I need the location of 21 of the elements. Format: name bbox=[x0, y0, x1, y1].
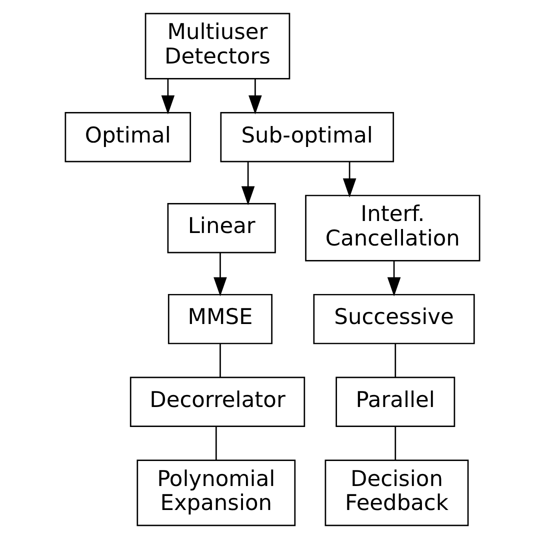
arrow bbox=[248, 78, 262, 114]
node-box: Decorrelator bbox=[129, 376, 305, 427]
connector bbox=[214, 426, 216, 460]
connector bbox=[394, 344, 396, 378]
node-box: Decision Feedback bbox=[324, 460, 468, 526]
connector bbox=[394, 426, 396, 460]
node-box: Linear bbox=[166, 202, 276, 254]
arrow bbox=[213, 252, 226, 296]
node-box: Optimal bbox=[64, 112, 191, 162]
node-box: Multiuser Detectors bbox=[144, 12, 290, 80]
arrow bbox=[160, 78, 174, 114]
arrow bbox=[240, 162, 254, 206]
arrow bbox=[386, 260, 400, 296]
node-box: Sub-optimal bbox=[220, 112, 394, 162]
node-box: Interf. Cancellation bbox=[304, 194, 480, 262]
node-box: MMSE bbox=[167, 294, 272, 344]
node-box: Polynomial Expansion bbox=[136, 460, 296, 526]
node-box: Successive bbox=[312, 294, 474, 344]
node-box: Parallel bbox=[335, 376, 455, 427]
arrow bbox=[342, 162, 356, 198]
connector bbox=[219, 344, 220, 378]
